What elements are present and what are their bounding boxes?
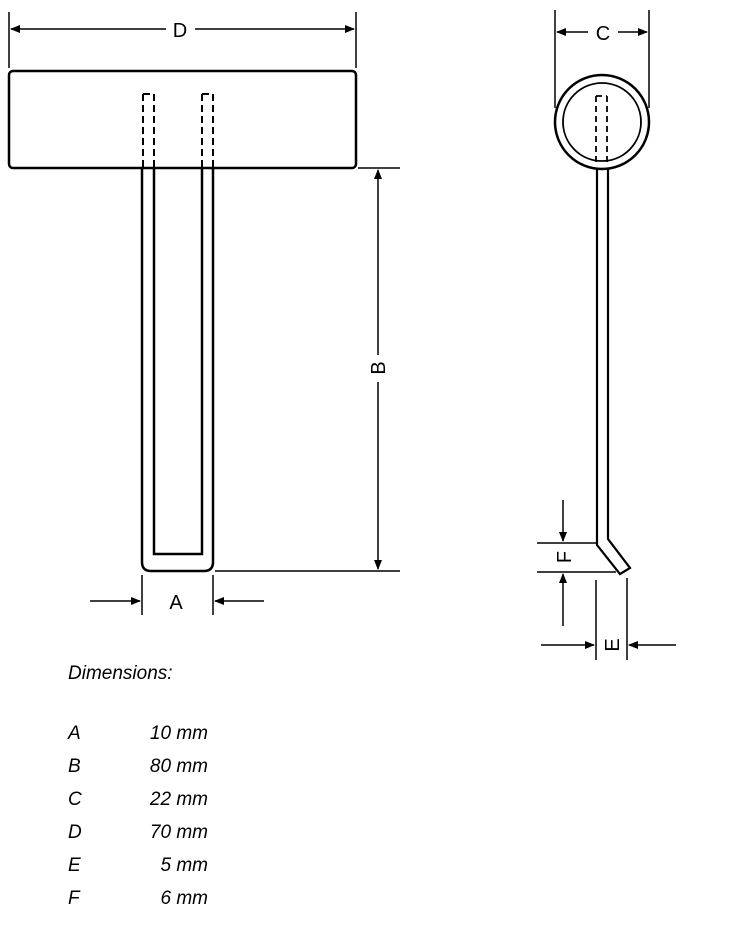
dimension-c (554, 10, 650, 108)
dimension-b (215, 167, 400, 572)
dimension-row: D 70 mm (68, 822, 208, 855)
dimension-row: B 80 mm (68, 756, 208, 789)
dimension-letter: F (68, 888, 80, 909)
dimensions-table: Dimensions: A 10 mm B 80 mm C 22 mm D 70… (68, 663, 208, 921)
handle-outer-circle (553, 73, 651, 171)
dimensions-title: Dimensions: (68, 663, 173, 684)
side-view (553, 73, 651, 576)
dimension-row: C 22 mm (68, 789, 208, 822)
label-b: B (368, 361, 390, 374)
label-c: C (596, 23, 610, 45)
dimension-e (541, 578, 676, 660)
dimension-value: 5 mm (160, 855, 209, 876)
dimension-value: 10 mm (149, 723, 208, 744)
hidden-lines (142, 93, 214, 168)
dimension-row: E 5 mm (68, 855, 208, 888)
dimension-row: A 10 mm (68, 723, 208, 756)
label-e: E (602, 638, 624, 651)
label-d: D (173, 20, 187, 42)
dimension-letter: D (68, 822, 82, 843)
dimension-d (8, 12, 357, 68)
u-wire-inner (152, 168, 204, 556)
dimension-value: 22 mm (149, 789, 208, 810)
dimension-value: 80 mm (149, 756, 208, 777)
dimension-letter: A (68, 723, 81, 744)
side-hidden-lines (595, 95, 608, 165)
dimension-row: F 6 mm (68, 888, 208, 921)
dimension-f (537, 500, 616, 626)
dimension-a (90, 575, 264, 615)
front-view (7, 69, 358, 573)
handle-inner-circle (562, 82, 642, 162)
handle-bar (7, 69, 358, 170)
dimension-value: 70 mm (149, 822, 208, 843)
u-wire-outer (140, 168, 215, 573)
side-wire (595, 169, 632, 576)
label-a: A (169, 592, 183, 614)
label-f: F (554, 551, 576, 563)
dimension-letter: E (68, 855, 81, 876)
dimension-value: 6 mm (160, 888, 209, 909)
dimension-letter: C (68, 789, 82, 810)
dimension-letter: B (68, 756, 81, 777)
